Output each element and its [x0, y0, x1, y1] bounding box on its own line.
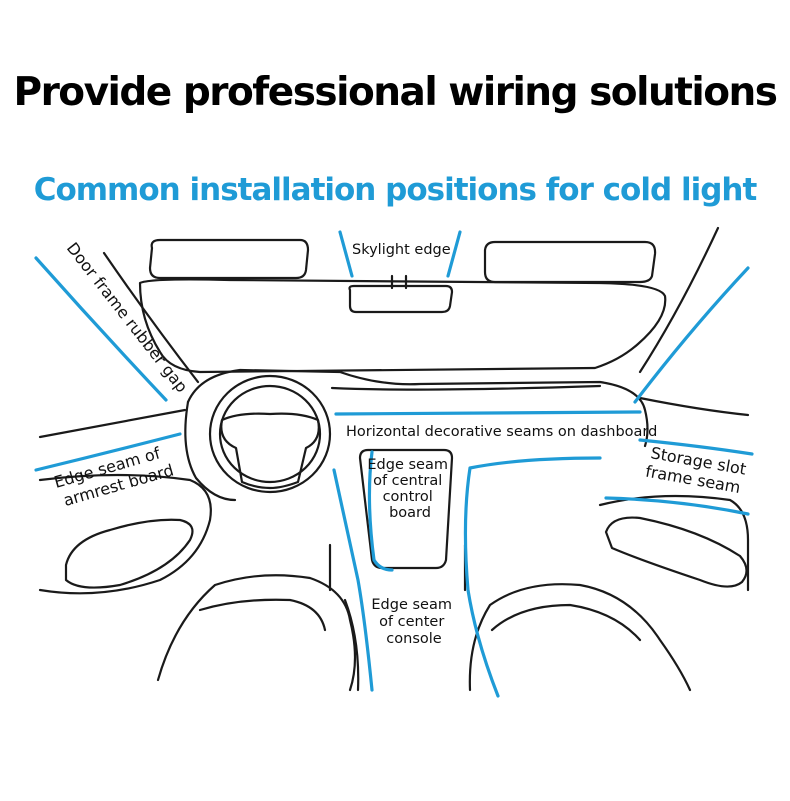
- label-center-console-line1: Edge seam: [371, 597, 452, 613]
- steering-hub: [220, 412, 320, 490]
- right-sun-visor: [483, 240, 657, 284]
- right-door-lower: [638, 396, 750, 417]
- door-frame-line-left: [34, 256, 168, 402]
- dashboard-seam-line: [334, 410, 642, 416]
- skylight-right-line: [446, 230, 462, 278]
- page-subtitle: Common installation positions for cold l…: [33, 172, 758, 208]
- left-door-lower: [38, 408, 187, 439]
- label-dashboard-seams: Horizontal decorative seams on dashboard: [346, 424, 657, 440]
- label-skylight-edge: Skylight edge: [352, 242, 451, 258]
- page-title: Provide professional wiring solutions: [13, 70, 778, 115]
- left-sun-visor: [148, 238, 310, 280]
- label-central-control-line3: control: [383, 489, 433, 505]
- dashboard-left: [184, 400, 237, 502]
- steering-wheel-outer: [208, 374, 332, 494]
- label-central-control: Edge seam of central control board: [367, 457, 452, 521]
- car-outline: [38, 226, 750, 692]
- label-central-control-line4: board: [389, 505, 431, 521]
- label-center-console-line2: of center: [379, 614, 444, 630]
- storage-seam-top: [638, 438, 754, 456]
- armrest-seam-line: [34, 432, 182, 472]
- right-armrest: [604, 516, 748, 588]
- right-seat-inner: [490, 603, 642, 642]
- steering-wheel-inner: [218, 384, 322, 484]
- right-door-frame: [638, 226, 720, 374]
- label-central-control-line1: Edge seam: [367, 457, 448, 473]
- label-center-console: Edge seam of center console: [371, 597, 456, 647]
- label-door-frame: Door frame rubber gap: [63, 239, 192, 396]
- position-labels: Skylight edge Door frame rubber gap Hori…: [52, 239, 748, 647]
- dashboard-top: [186, 368, 649, 448]
- windshield: [138, 278, 667, 374]
- label-center-console-line3: console: [386, 631, 441, 647]
- dashboard-inner: [330, 384, 602, 391]
- central-board-seam: [367, 450, 394, 572]
- left-seat: [156, 574, 357, 692]
- cold-light-lines: [34, 230, 754, 698]
- left-door-panel: [38, 473, 212, 595]
- center-console-seam-right: [463, 456, 602, 698]
- door-frame-line-right: [633, 266, 750, 404]
- skylight-left-line: [338, 230, 354, 278]
- rearview-mirror: [348, 284, 454, 314]
- storage-seam-bottom: [604, 496, 750, 516]
- center-console-seam-left: [332, 468, 374, 692]
- left-seat-inner: [198, 598, 327, 632]
- left-armrest: [64, 518, 194, 589]
- left-door-frame: [102, 251, 200, 384]
- right-seat: [468, 583, 692, 692]
- label-central-control-line2: of central: [373, 473, 442, 489]
- center-console-frame: [358, 448, 454, 570]
- seat-gap-left: [343, 598, 360, 692]
